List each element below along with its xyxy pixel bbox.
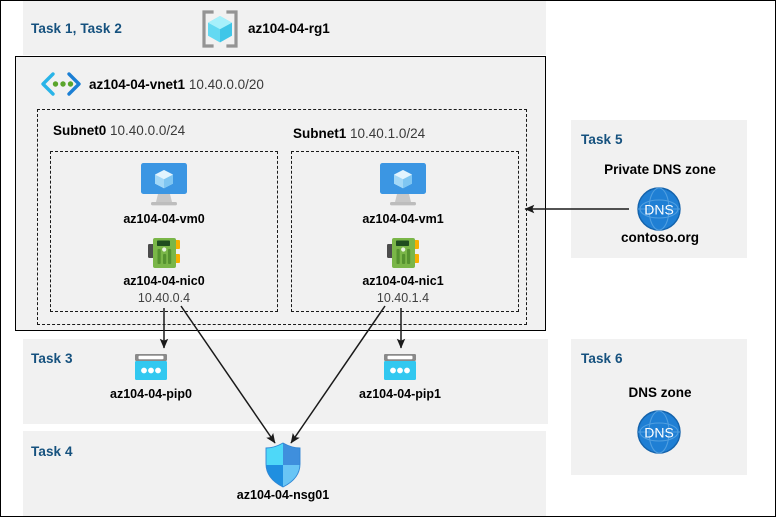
subnet0-network-interface-icon: [147, 236, 183, 270]
network-security-group-icon: [263, 442, 303, 488]
task5-label: Task 5: [581, 132, 623, 147]
private-dns-zone-name: contoso.org: [621, 230, 699, 245]
private-dns-zone-heading: Private DNS zone: [604, 162, 716, 177]
subnets-container: [37, 109, 527, 325]
subnet1-title: Subnet1 10.40.1.0/24: [293, 126, 425, 141]
subnet1-cidr: 10.40.1.0/24: [350, 126, 426, 141]
task3-label: Task 3: [31, 351, 73, 366]
pip1-public-ip-icon: [382, 353, 418, 383]
subnet0-cidr: 10.40.0.0/24: [110, 123, 186, 138]
task1-task2-header-panel: [23, 1, 546, 55]
pip0-name: az104-04-pip0: [110, 387, 192, 401]
task6-dns-zone-icon: DNS: [633, 409, 685, 455]
subnet0-virtual-machine-icon: [137, 161, 191, 207]
nsg-name: az104-04-nsg01: [236, 488, 330, 502]
subnet0-nic-ip: 10.40.0.4: [137, 291, 191, 305]
subnet1-name: Subnet1: [293, 126, 347, 141]
task5-dns-zone-icon: DNS: [633, 186, 685, 232]
vnet-name: az104-04-vnet1: [89, 77, 186, 92]
subnet1-nic-ip: 10.40.1.4: [376, 291, 430, 305]
subnet1-vm-name: az104-04-vm1: [362, 212, 444, 226]
resource-group-name: az104-04-rg1: [248, 21, 330, 36]
subnet0-title: Subnet0 10.40.0.0/24: [53, 123, 185, 138]
virtual-network-icon: [39, 71, 83, 97]
pip0-public-ip-icon: [133, 353, 169, 383]
task4-label: Task 4: [31, 444, 73, 459]
vnet-address-space: 10.40.0.0/20: [188, 77, 264, 92]
pip1-name: az104-04-pip1: [359, 387, 441, 401]
task6-label: Task 6: [581, 351, 623, 366]
subnet0-name: Subnet0: [53, 123, 107, 138]
subnet0-nic-name: az104-04-nic0: [123, 274, 205, 288]
dns-zone-heading: DNS zone: [628, 385, 692, 400]
subnet0-vm-name: az104-04-vm0: [123, 212, 205, 226]
resource-group-container: [15, 56, 546, 331]
svg-text:DNS: DNS: [644, 202, 674, 218]
subnet1-network-interface-icon: [386, 236, 422, 270]
subnet1-box: [291, 151, 519, 312]
task1-task2-label: Task 1, Task 2: [31, 21, 122, 36]
task3-panel: [23, 339, 548, 424]
vnet-address-space-wrap: 10.40.0.0/20: [185, 77, 264, 92]
subnet1-virtual-machine-icon: [376, 161, 430, 207]
svg-text:DNS: DNS: [644, 425, 674, 441]
resource-group-icon: [199, 9, 241, 49]
subnet1-nic-name: az104-04-nic1: [362, 274, 444, 288]
vnet-title: az104-04-vnet1 10.40.0.0/20: [89, 77, 264, 92]
